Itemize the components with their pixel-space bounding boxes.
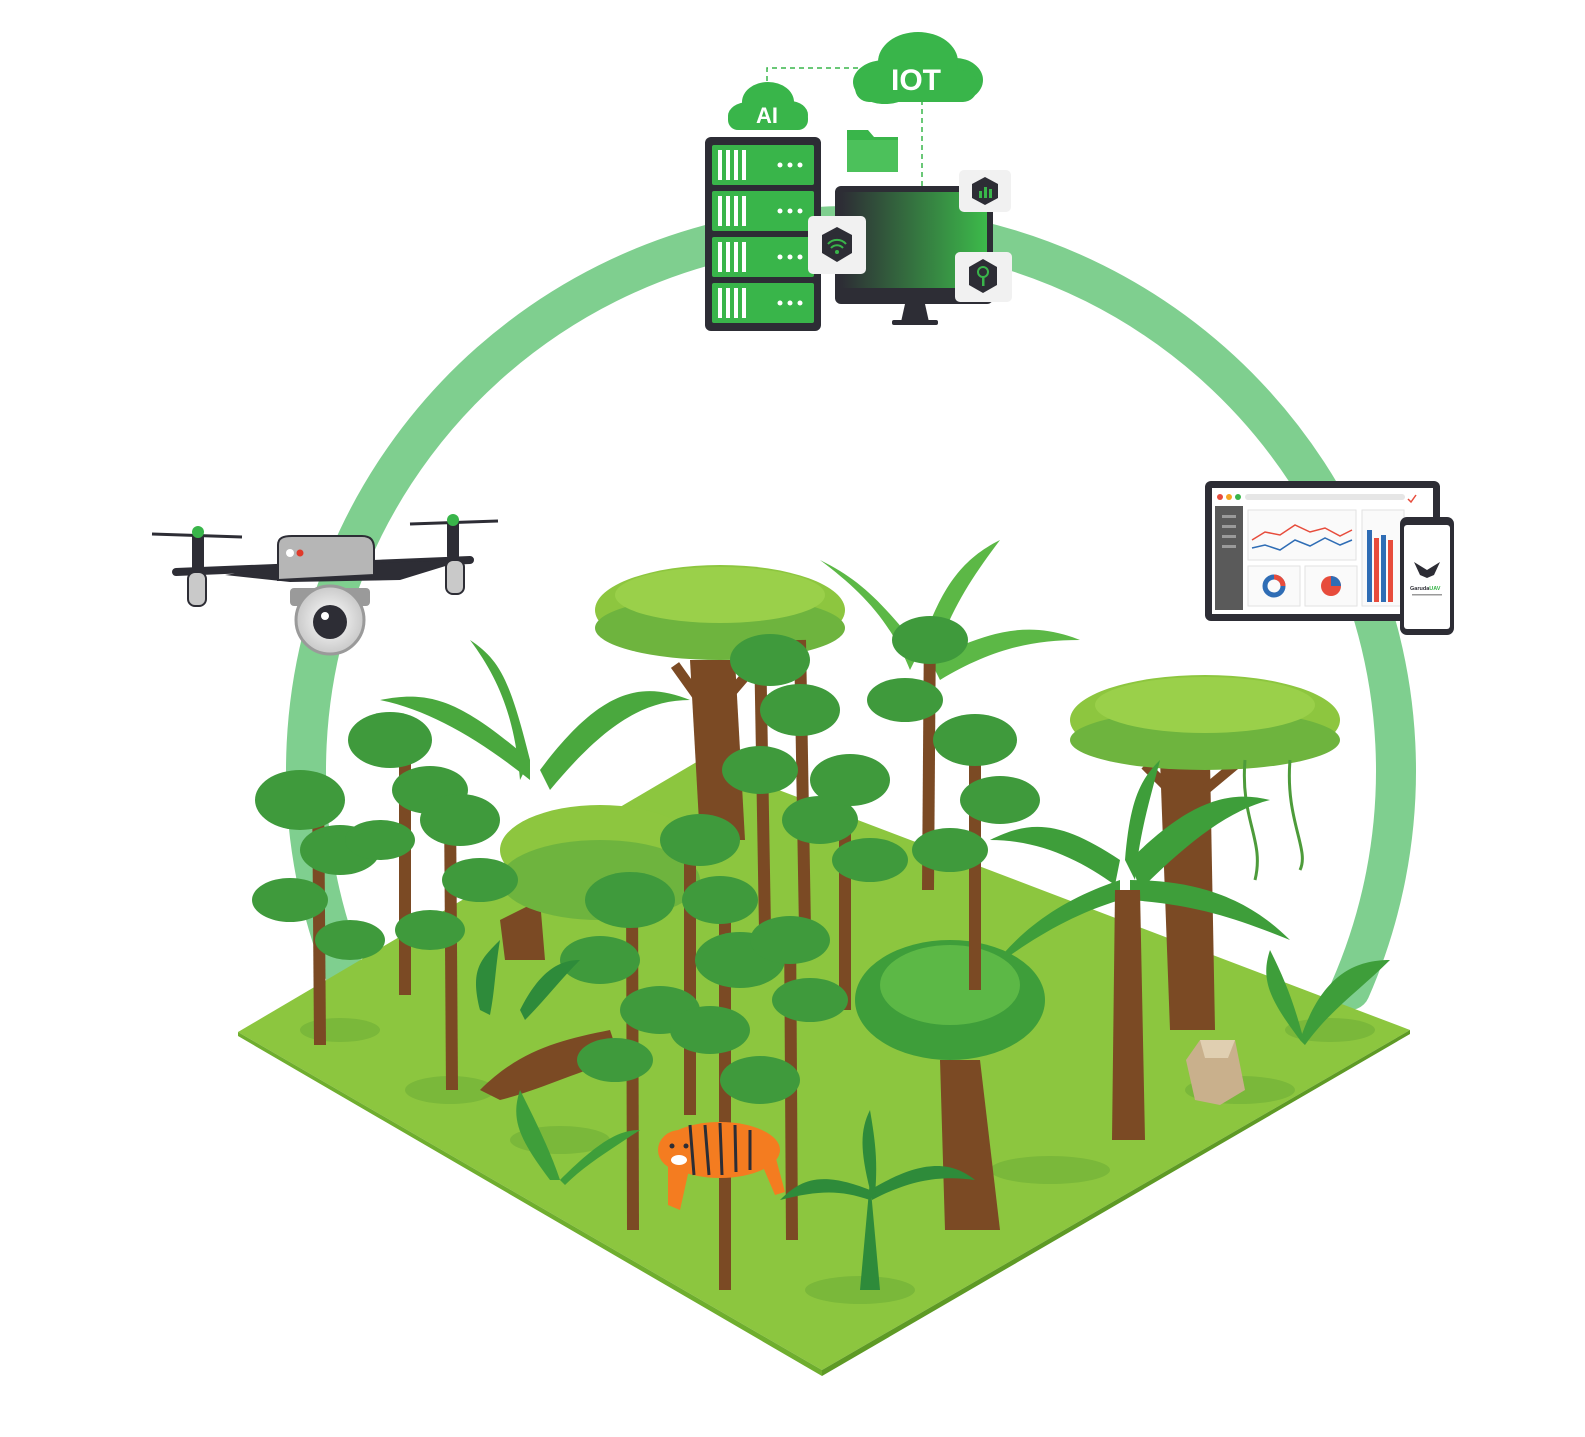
folder-icon xyxy=(847,130,898,172)
palm-trunk xyxy=(1112,890,1145,1140)
smartphone-icon: GarudaUAV xyxy=(1400,517,1454,635)
iot-label: IOT xyxy=(891,64,941,97)
fan-palm xyxy=(855,940,1045,1230)
data-center-group: IOT AI xyxy=(705,32,1012,331)
wifi-icon xyxy=(808,216,866,274)
search-icon xyxy=(955,252,1012,302)
server-rack-icon xyxy=(705,137,821,331)
svg-text:GarudaUAV: GarudaUAV xyxy=(1410,586,1441,592)
drone-icon xyxy=(151,514,499,656)
pine-trees xyxy=(252,616,1040,1290)
rock-icon xyxy=(1186,1040,1245,1105)
foreground-plants xyxy=(476,940,1390,1290)
ai-cloud-icon: AI xyxy=(728,82,808,130)
tiger-icon xyxy=(658,1122,785,1210)
analytics-icon xyxy=(959,170,1011,212)
ai-label: AI xyxy=(756,103,778,128)
iot-cloud-icon: IOT xyxy=(853,32,983,104)
phone-brand-part1: Garuda xyxy=(1410,586,1430,592)
phone-brand-part2: UAV xyxy=(1429,586,1441,592)
rainforest-trees xyxy=(252,540,1390,1290)
